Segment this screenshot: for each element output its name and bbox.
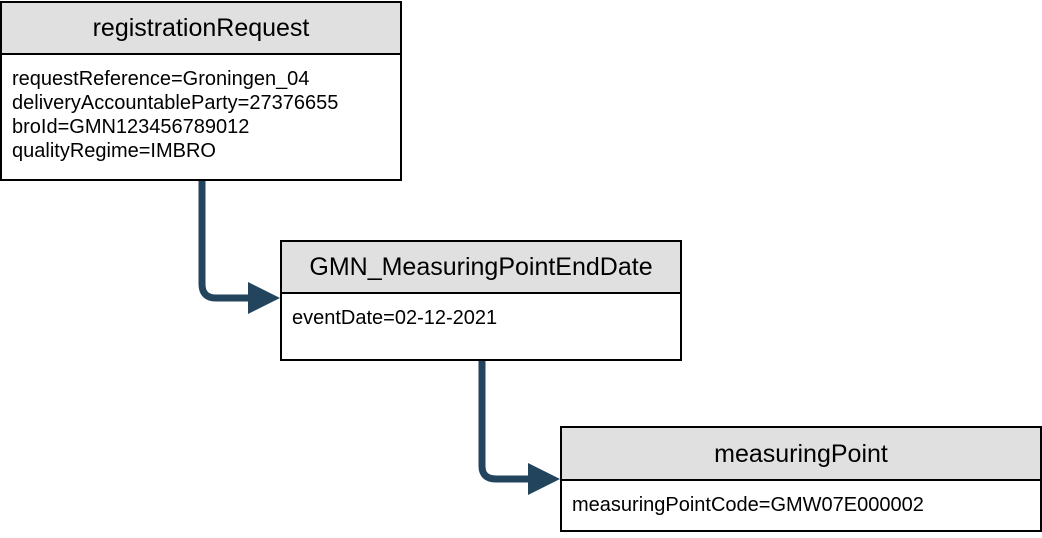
node-measuring-point-end-date[interactable]: GMN_MeasuringPointEndDate eventDate=02-1… xyxy=(280,240,682,361)
connector-endDate-to-measuringPoint xyxy=(478,361,528,483)
node-title: measuringPoint xyxy=(562,428,1040,481)
node-attributes: eventDate=02-12-2021 xyxy=(282,294,680,330)
attribute-event-date: eventDate=02-12-2021 xyxy=(292,307,498,329)
arrowhead-endDate xyxy=(248,282,280,314)
node-title: registrationRequest xyxy=(2,3,400,55)
attribute-request-reference: requestReference=Groningen_04 xyxy=(12,68,310,90)
attribute-bro-id: broId=GMN123456789012 xyxy=(12,116,250,138)
attribute-measuring-point-code: measuringPointCode=GMW07E000002 xyxy=(572,494,924,516)
node-attributes: requestReference=Groningen_04 deliveryAc… xyxy=(2,55,400,163)
attribute-quality-regime: qualityRegime=IMBRO xyxy=(12,140,216,162)
connector-registration-to-endDate xyxy=(198,181,248,302)
node-registration-request[interactable]: registrationRequest requestReference=Gro… xyxy=(0,1,402,181)
node-attributes: measuringPointCode=GMW07E000002 xyxy=(562,481,1040,517)
node-title: GMN_MeasuringPointEndDate xyxy=(282,242,680,294)
node-measuring-point[interactable]: measuringPoint measuringPointCode=GMW07E… xyxy=(560,426,1042,532)
arrowhead-measuringPoint xyxy=(528,463,560,495)
attribute-delivery-accountable-party: deliveryAccountableParty=27376655 xyxy=(12,92,339,114)
